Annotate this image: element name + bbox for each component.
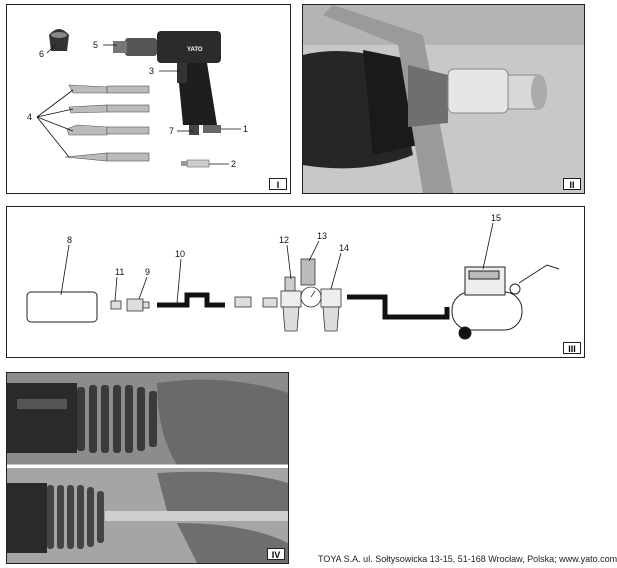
air-hose: [157, 292, 225, 308]
figure-ii-label: II: [563, 178, 581, 190]
chisel-install-photos: [7, 373, 288, 563]
callout-numbers: 5 6 3 4 7 1 2: [27, 40, 248, 169]
callout-8: 8: [67, 235, 72, 245]
supply-hose: [347, 294, 450, 320]
air-inlet-fitting-illustration: [181, 159, 210, 168]
callout-5: 5: [93, 40, 98, 50]
hose-couplers: [234, 296, 278, 308]
brand-text: YATO: [187, 47, 203, 53]
callout-2: 2: [231, 159, 236, 169]
figure-i-panel: YATO: [6, 4, 291, 194]
fitting-installation-photo: [303, 5, 584, 193]
callout-13: 13: [317, 231, 327, 241]
callout-4: 4: [27, 112, 32, 122]
figure-iv-label: IV: [267, 548, 285, 560]
filter-regulator-lubricator: [280, 258, 342, 332]
air-supply-diagram: 8 11 9 10 12 13 14 15: [26, 213, 560, 340]
callout-11: 11: [115, 267, 124, 277]
callout-leaders: [60, 222, 494, 304]
coupler-fittings: [110, 298, 150, 312]
tool-kit-diagram: YATO: [27, 29, 248, 169]
callout-1: 1: [243, 124, 248, 134]
figure-iii-label: III: [563, 342, 581, 354]
callout-12: 12: [279, 235, 289, 245]
figure-iii-panel: 8 11 9 10 12 13 14 15 III: [6, 206, 585, 358]
callout-leaders: [36, 44, 241, 165]
figure-iv-panel: IV: [6, 372, 289, 564]
footer-company-address: TOYA S.A. ul. Sołtysowicka 13-15, 51-168…: [318, 554, 617, 564]
air-hammer-illustration: YATO: [113, 31, 221, 135]
callout-15: 15: [491, 213, 501, 223]
callout-numbers: 8 11 9 10 12 13 14 15: [67, 213, 501, 277]
callout-3: 3: [149, 66, 154, 76]
callout-7: 7: [169, 126, 174, 136]
chisel-set-illustration: [64, 84, 150, 162]
figure-ii-panel: II: [302, 4, 585, 194]
figure-i-label: I: [269, 178, 287, 190]
callout-6: 6: [39, 49, 44, 59]
callout-9: 9: [145, 267, 150, 277]
tool-outline: [26, 291, 98, 323]
callout-14: 14: [339, 243, 349, 253]
callout-10: 10: [175, 249, 185, 259]
compressor-illustration: [451, 264, 560, 340]
